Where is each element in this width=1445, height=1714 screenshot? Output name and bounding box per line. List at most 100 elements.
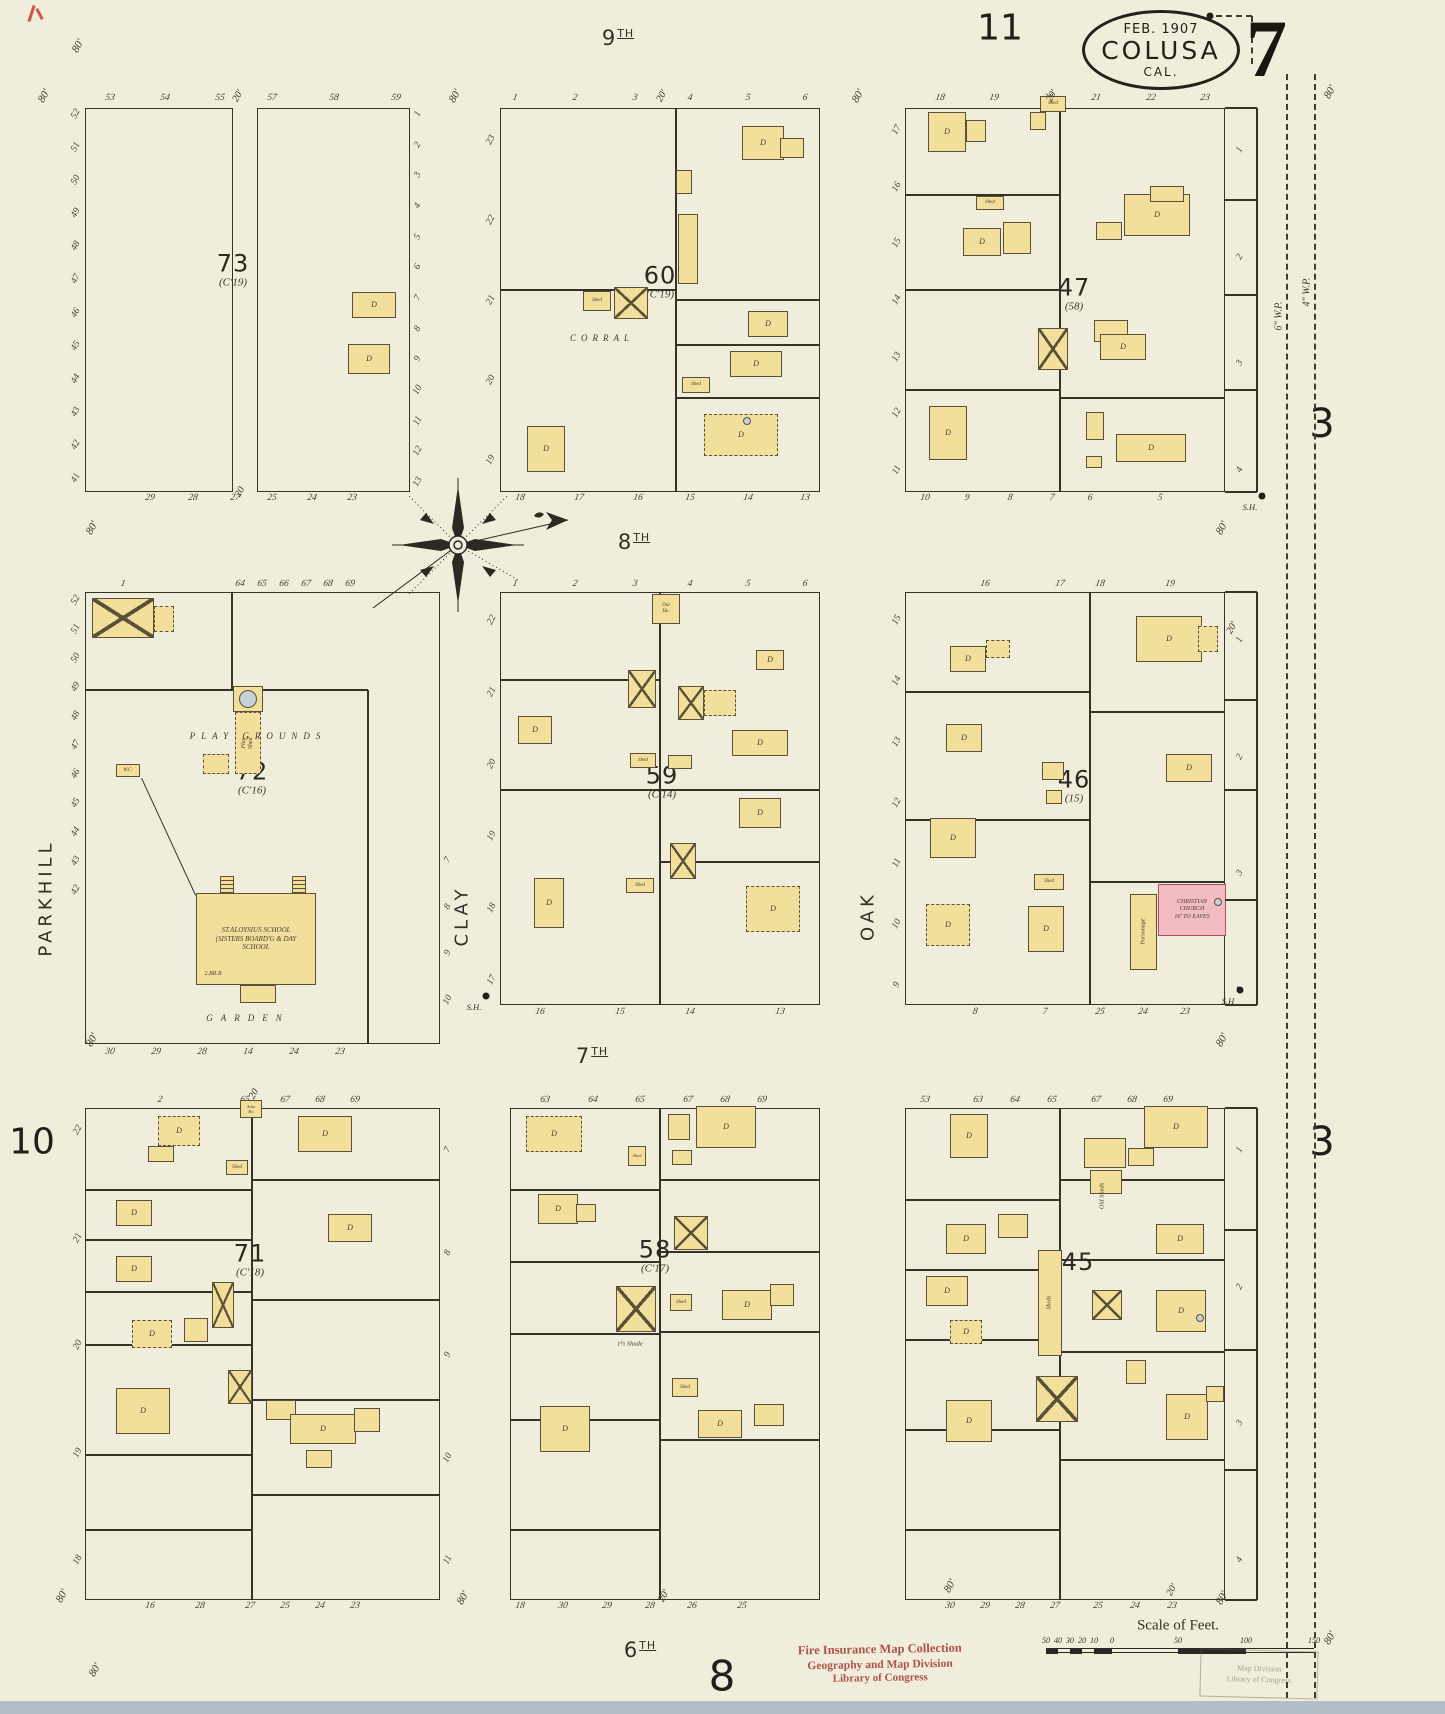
building-label: D	[347, 1223, 353, 1233]
barn-building	[674, 1216, 708, 1250]
map-annotation: Old Sheds	[1098, 1182, 1106, 1210]
lot-number: 58	[328, 93, 340, 103]
building-label: D	[543, 444, 549, 454]
building-label: D	[757, 808, 763, 818]
lot-number: 7	[412, 293, 424, 303]
lot-number: 4	[1234, 465, 1246, 475]
scale-tick-label: 50	[1174, 1636, 1182, 1645]
building	[1042, 762, 1064, 780]
barn-building	[678, 686, 704, 720]
building-label: D	[371, 300, 377, 310]
building: D	[742, 126, 784, 160]
lot-number: 1	[412, 109, 424, 119]
lot-number: 14	[242, 1047, 254, 1057]
building: D	[963, 228, 1001, 256]
lot-number: 51	[69, 140, 83, 154]
water-pipe-line	[1286, 74, 1288, 1698]
lot-strip-line	[1225, 789, 1257, 791]
lot-number: 65	[256, 579, 268, 589]
lot-number: 21	[71, 1230, 85, 1245]
block-58-lot-line	[660, 1439, 820, 1441]
block-73	[85, 108, 233, 492]
building-label: D	[1043, 924, 1049, 934]
lot-strip-line	[1225, 107, 1257, 109]
barn-building	[212, 1282, 234, 1328]
lot-number: 45	[69, 796, 83, 810]
scale-bar-segment	[1178, 1649, 1246, 1654]
building	[576, 1204, 596, 1222]
block-58-lot-line	[510, 1529, 660, 1531]
building-label: D	[945, 920, 951, 930]
building: D	[328, 1214, 372, 1242]
building: Auto Ho	[240, 1100, 262, 1118]
water-pipe-label: 4" W.P.	[1301, 277, 1313, 307]
lot-number: 57	[266, 93, 278, 103]
lot-number: 18	[485, 901, 499, 915]
lot-number: 8	[412, 324, 424, 334]
building-label: D	[1148, 443, 1154, 453]
building-label: D	[176, 1126, 182, 1136]
building	[1030, 112, 1046, 130]
lot-number: 6	[1086, 493, 1094, 503]
building: Shed	[226, 1160, 248, 1175]
building-label: Shed	[592, 298, 602, 303]
map-annotation: 80'	[1213, 1031, 1231, 1049]
lot-number: 43	[69, 854, 83, 868]
lot-number: 26	[686, 1601, 698, 1611]
lot-number: 23	[349, 1601, 361, 1611]
lot-number: 13	[890, 350, 904, 364]
hydrant-icon	[1258, 492, 1266, 500]
lot-number: 25	[279, 1601, 291, 1611]
building: D	[748, 311, 788, 337]
building: D	[704, 414, 778, 456]
block-subnumber: (C'19)	[218, 276, 248, 289]
block-58-lot-line	[660, 1251, 820, 1253]
building-label: D	[140, 1406, 146, 1416]
lot-number: 41	[69, 471, 83, 485]
lot-number: 20	[71, 1338, 85, 1352]
lot-number: 29	[150, 1047, 162, 1057]
lot-number: 67	[1090, 1095, 1102, 1105]
lot-number: 9	[442, 1350, 454, 1360]
block-60-lot-line	[500, 289, 676, 291]
building-label: D	[966, 1131, 972, 1141]
building: Sheds	[1038, 1250, 1062, 1356]
lot-number: 16	[890, 180, 904, 194]
building	[1046, 790, 1062, 804]
church-building: CHRISTIAN CHURCH 16' TO EAVES	[1158, 884, 1226, 936]
lot-number: 67	[279, 1095, 291, 1105]
building-label: D	[966, 1416, 972, 1426]
barn-building	[670, 843, 696, 879]
lot-number: 10	[441, 993, 455, 1007]
barn-building	[1092, 1290, 1122, 1320]
lot-number: 64	[234, 579, 246, 589]
building-label: D	[723, 1122, 729, 1132]
lot-strip-line	[1225, 899, 1257, 901]
building: D	[1156, 1224, 1204, 1254]
building: D	[950, 646, 986, 672]
building	[1086, 412, 1104, 440]
lot-number: 44	[69, 372, 83, 386]
lot-strip-line	[1225, 1599, 1257, 1601]
map-date: FEB. 1907	[1123, 21, 1199, 37]
lot-number: 7	[442, 855, 454, 865]
building-label: Shed	[1044, 879, 1054, 884]
lot-number: 17	[1054, 579, 1066, 589]
lot-number: 13	[890, 735, 904, 749]
building-label: Out Ho.	[662, 603, 670, 614]
building-label: Parsonage	[1139, 919, 1146, 945]
building	[668, 1114, 690, 1140]
block-60-lot-line	[676, 397, 820, 399]
block-45-lot-line	[1060, 1259, 1225, 1261]
lot-number: 69	[344, 579, 356, 589]
block-number: 58	[638, 1235, 672, 1264]
block-59-lot-line	[500, 679, 660, 681]
adjacent-sheet-right-upper: 3	[1309, 401, 1335, 447]
building: D	[132, 1320, 172, 1348]
lot-number: 65	[1046, 1095, 1058, 1105]
lot-number: 10	[919, 493, 931, 503]
building	[1096, 222, 1122, 240]
building-label: Shed	[680, 1384, 690, 1390]
adjacent-sheet-left: 10	[9, 1121, 55, 1163]
block-71-lot-line	[252, 1179, 440, 1181]
